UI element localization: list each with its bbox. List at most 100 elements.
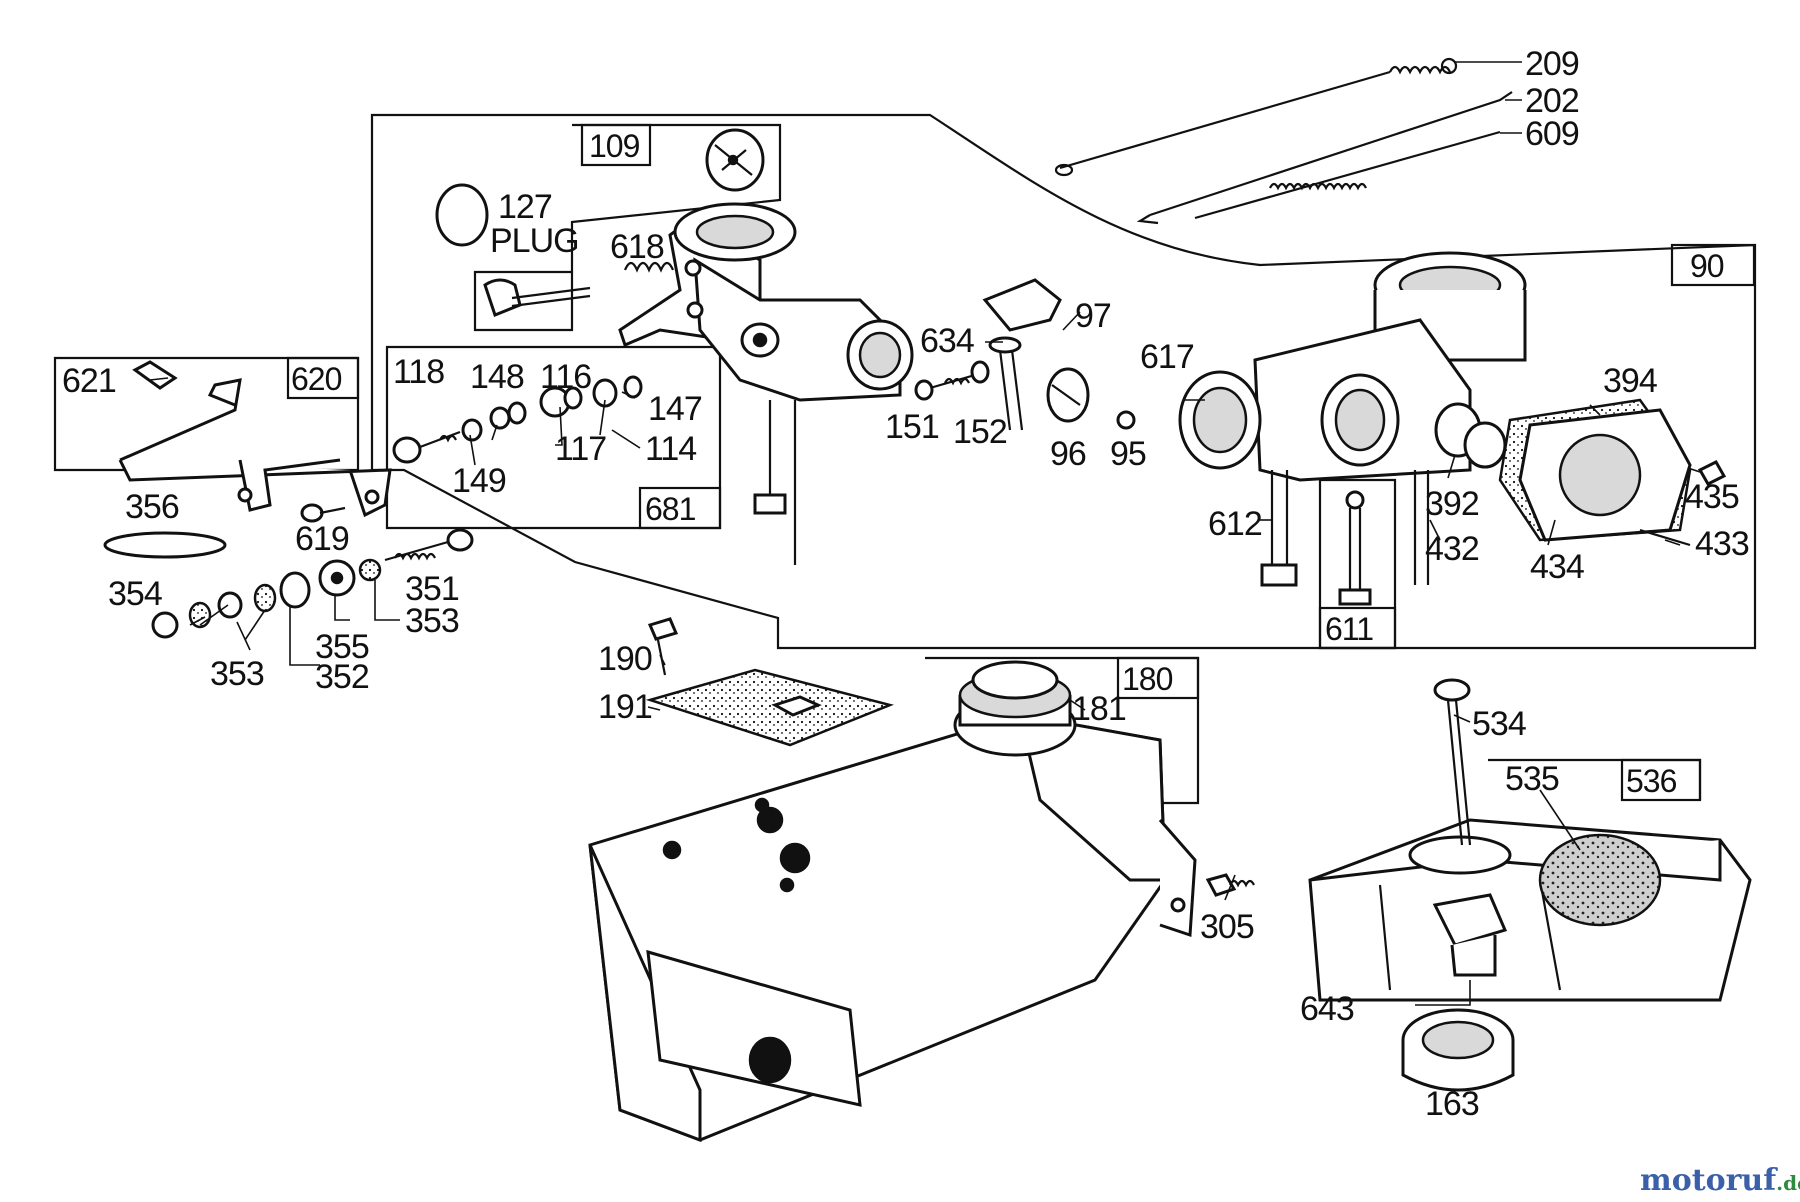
washer-352 (279, 571, 311, 609)
screw-611 (1338, 490, 1372, 606)
label-163: 163 (1425, 1085, 1479, 1123)
label-116: 116 (540, 358, 591, 396)
idle-screw-151 (914, 360, 990, 401)
box-90-tag (1670, 243, 1756, 287)
box-611-tag (1318, 606, 1397, 650)
label-352: 352 (315, 658, 369, 696)
box-536-tag (1620, 758, 1702, 802)
washer-353-left (253, 583, 277, 613)
screw-95 (1116, 410, 1136, 430)
label-202: 202 (1525, 82, 1579, 120)
label-191: 191 (598, 688, 652, 726)
label-148: 148 (470, 358, 524, 396)
label-147: 147 (648, 390, 702, 428)
label-434: 434 (1530, 548, 1584, 586)
label-634: 634 (920, 322, 974, 360)
fuel-tank-180 (588, 713, 1197, 1143)
governor-spring-209 (1054, 57, 1458, 177)
leader-lines (149, 61, 1701, 1006)
air-cleaner-536 (1308, 818, 1752, 1002)
label-621: 621 (62, 362, 116, 400)
part-labels: 209 202 609 109 127 PLUG 618 90 97 634 6… (62, 45, 1750, 1123)
pin-433 (1639, 528, 1691, 547)
screw-351 (384, 528, 474, 562)
bushing-355-hole (330, 571, 344, 585)
fitting-643 (1432, 893, 1508, 977)
bolt-305 (1205, 873, 1255, 897)
gasket-191 (645, 668, 895, 747)
label-90: 90 (1690, 248, 1724, 284)
label-127: 127 (498, 188, 552, 226)
label-353b: 353 (210, 655, 264, 693)
label-181: 181 (1072, 690, 1126, 728)
o-ring-392b (1463, 421, 1507, 469)
throttle-shaft-634 (982, 278, 1062, 431)
label-180: 180 (1122, 661, 1173, 697)
foam-element-163 (1401, 1008, 1515, 1092)
label-149: 149 (452, 462, 506, 500)
choke-shaft (483, 278, 591, 317)
label-432: 432 (1425, 530, 1479, 568)
choke-shutter (705, 128, 765, 192)
dipstick-534 (1433, 678, 1472, 846)
box-681-tag (638, 486, 722, 530)
label-611: 611 (1325, 611, 1373, 647)
screw-190 (647, 617, 679, 676)
screw-619 (300, 503, 346, 523)
label-118: 118 (393, 353, 444, 391)
choke-link-609 (1194, 130, 1501, 220)
needle-valve-assembly (392, 375, 643, 464)
label-355: 355 (315, 628, 369, 666)
label-95: 95 (1110, 435, 1146, 473)
label-96: 96 (1050, 435, 1086, 473)
filter-element-535 (1538, 833, 1662, 927)
spring-618 (623, 261, 675, 273)
plug-127 (435, 183, 489, 247)
label-354: 354 (108, 575, 162, 613)
carburetor-group-frame (370, 113, 1757, 650)
label-151: 151 (885, 408, 939, 446)
label-643: 643 (1300, 990, 1354, 1028)
gasket-191-port (771, 695, 822, 717)
label-152: 152 (953, 413, 1007, 451)
watermark-brand: motoruf (1640, 1163, 1778, 1198)
box-180-tag (1116, 656, 1200, 700)
label-109: 109 (589, 128, 640, 164)
clip-356 (103, 531, 227, 559)
throttle-link-202 (1136, 91, 1513, 225)
box-620-tag (286, 356, 360, 400)
label-536: 536 (1626, 763, 1677, 799)
box-109-tag (580, 123, 652, 167)
label-353a: 353 (405, 602, 459, 640)
label-392: 392 (1425, 485, 1479, 523)
label-356: 356 (125, 488, 179, 526)
diaphragm-434-center (1558, 433, 1642, 517)
label-97: 97 (1075, 297, 1111, 335)
watermark-tld: .de (1776, 1171, 1800, 1195)
label-435: 435 (1685, 478, 1739, 516)
tank-cap-181 (953, 660, 1077, 757)
label-433: 433 (1695, 525, 1749, 563)
watermark: motoruf.de (1640, 1163, 1800, 1198)
carburetor-right (1178, 251, 1527, 587)
label-351: 351 (405, 570, 459, 608)
box-109-frame (473, 123, 782, 332)
box-180-frame (925, 656, 1200, 805)
nut-353 (217, 591, 243, 619)
screw-435 (1697, 460, 1727, 486)
label-618: 618 (610, 228, 664, 266)
label-681: 681 (645, 491, 696, 527)
label-617: 617 (1140, 338, 1194, 376)
governor-bracket-620 (118, 360, 392, 518)
throttle-plate-96 (1046, 367, 1090, 423)
label-305: 305 (1200, 908, 1254, 946)
label-535: 535 (1505, 760, 1559, 798)
label-534: 534 (1472, 705, 1526, 743)
washer-353-right (358, 558, 382, 582)
label-114: 114 (645, 430, 696, 468)
label-190: 190 (598, 640, 652, 678)
label-619: 619 (295, 520, 349, 558)
label-209: 209 (1525, 45, 1579, 83)
label-620: 620 (291, 361, 342, 397)
